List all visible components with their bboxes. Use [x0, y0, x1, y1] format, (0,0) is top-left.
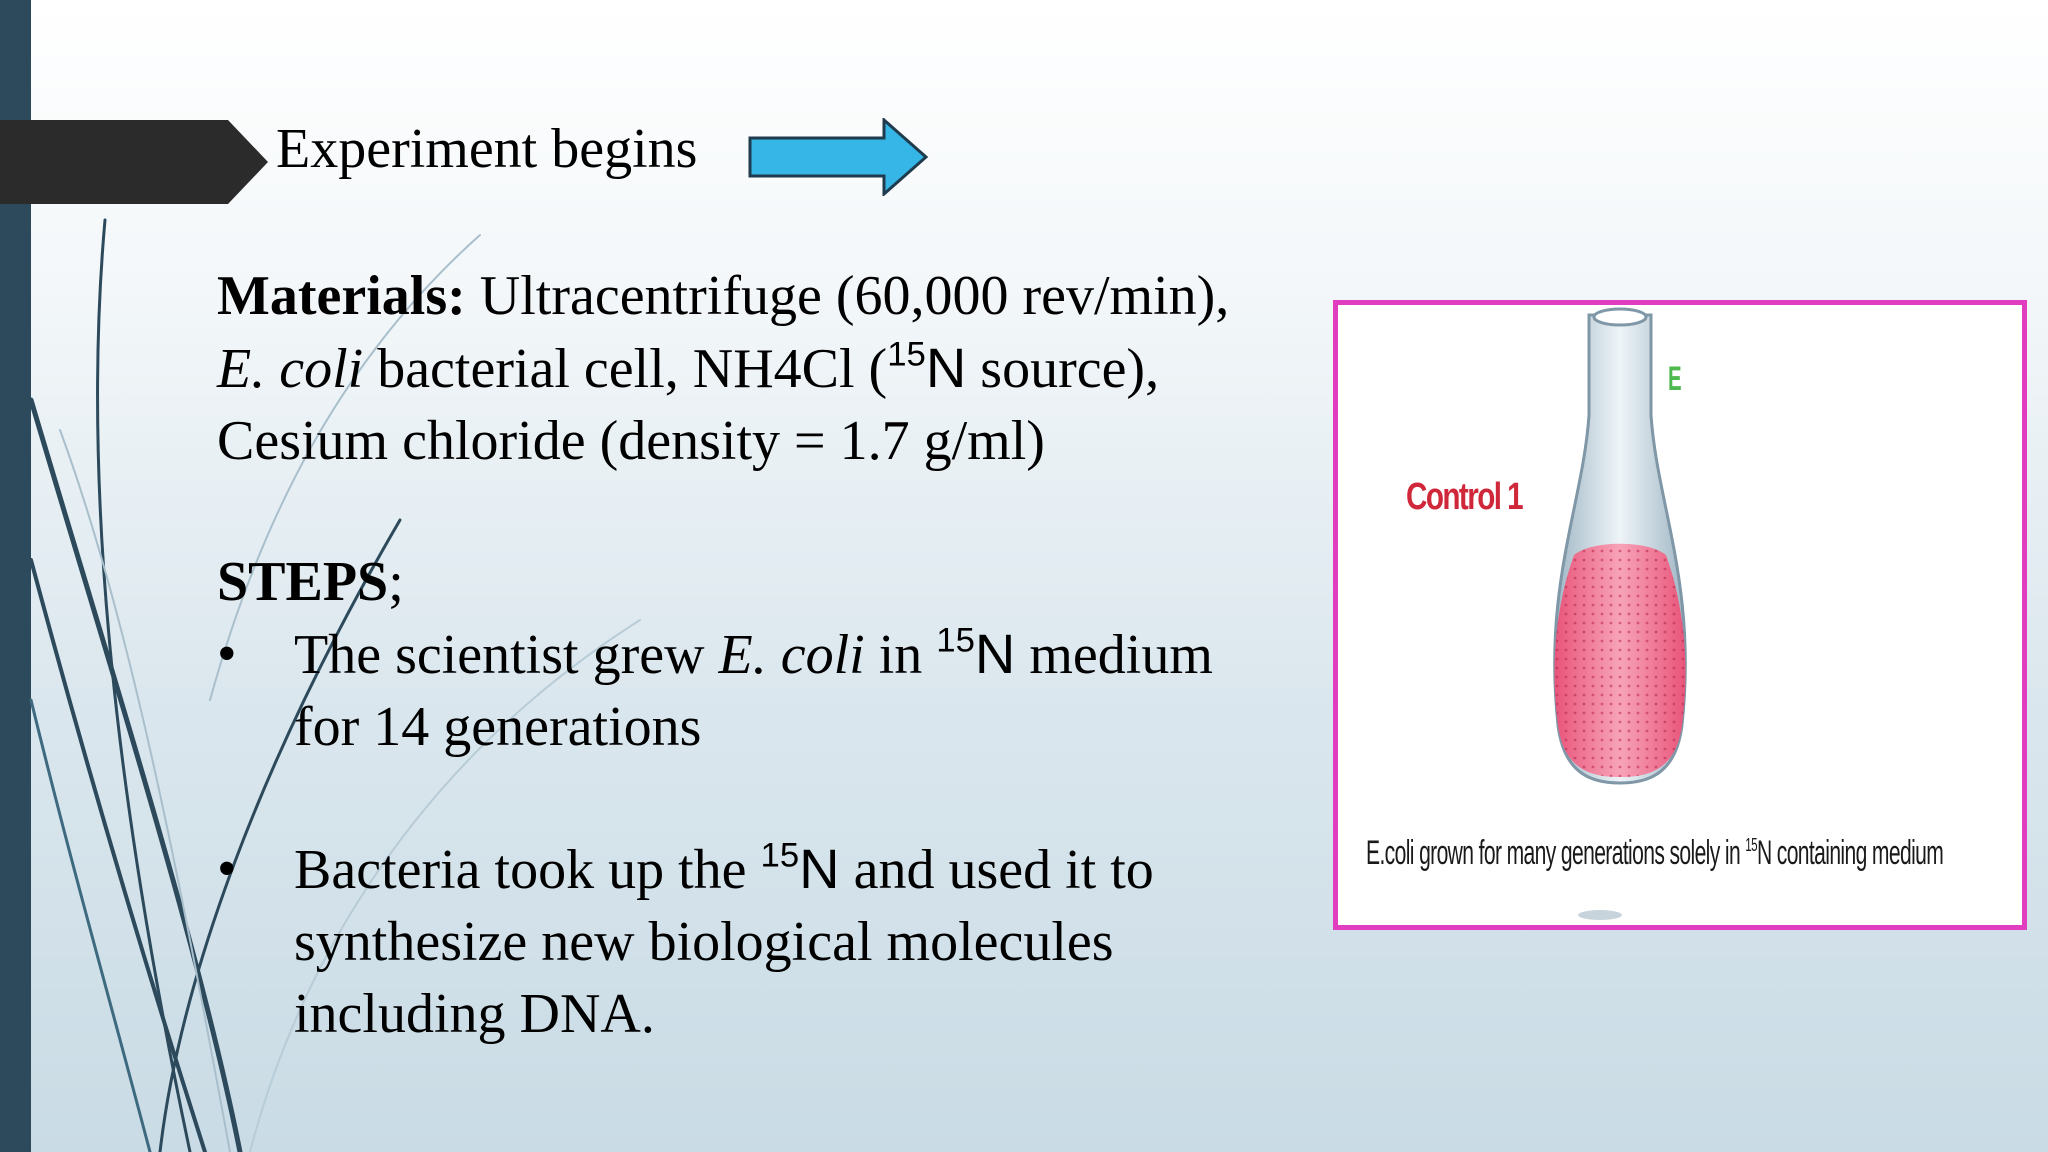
materials-label: Materials:	[217, 265, 466, 327]
step-1-line-1: The scientist grew E. coli in 15N medium	[294, 618, 1213, 691]
materials-line-2: E. coli bacterial cell, NH4Cl (15N sourc…	[217, 332, 1327, 405]
figure-caption-start: E.coli grown for many generations solely…	[1366, 834, 1746, 872]
isotope-mass: 15	[936, 621, 975, 660]
step-text-2: Bacteria took up the 15N and used it to …	[294, 833, 1154, 1050]
isotope-symbol: N	[925, 336, 967, 399]
step-2-part-1: Bacteria took up the	[294, 839, 761, 901]
materials-line-2-end: source),	[966, 338, 1160, 400]
steps-heading-punct: ;	[388, 551, 404, 613]
species-name: E. coli	[718, 624, 865, 686]
flask-figure: Control 1 E E.coli grown for many genera…	[1333, 300, 2027, 930]
step-text-1: The scientist grew E. coli in 15N medium…	[294, 618, 1213, 763]
materials-line-2-text: bacterial cell, NH4Cl (	[363, 338, 888, 400]
step-1-line-2: for 14 generations	[294, 696, 702, 758]
step-1-part-2: in	[864, 624, 937, 686]
figure-control-label: Control 1	[1406, 476, 1524, 518]
step-1-part-1: The scientist grew	[294, 624, 719, 686]
flask-illustration	[1553, 307, 1687, 920]
steps-heading-label: STEPS	[217, 551, 389, 613]
species-name: E. coli	[217, 338, 364, 400]
materials-line-3: Cesium chloride (density = 1.7 g/ml)	[217, 410, 1045, 472]
isotope-symbol: N	[799, 837, 840, 900]
figure-caption-mass: 15	[1745, 833, 1757, 855]
isotope-mass: 15	[887, 335, 926, 374]
steps-heading: STEPS;	[217, 546, 404, 618]
step-2-line-1: Bacteria took up the 15N and used it to	[294, 833, 1154, 906]
materials-line-1: Materials: Ultracentrifuge (60,000 rev/m…	[217, 260, 1327, 332]
slide-title: Experiment begins	[276, 118, 698, 180]
isotope-mass: 15	[760, 836, 800, 875]
figure-caption: E.coli grown for many generations solely…	[1366, 833, 1944, 873]
step-2-part-2: and used it to	[839, 839, 1154, 901]
figure-caption-end: N containing medium	[1756, 834, 1944, 872]
right-arrow-icon	[748, 118, 929, 196]
bullet-icon: •	[217, 623, 237, 685]
step-1-part-3: medium	[1015, 624, 1213, 686]
materials-block: Materials: Ultracentrifuge (60,000 rev/m…	[217, 260, 1327, 477]
step-2-line-2: synthesize new biological molecules	[294, 911, 1114, 973]
materials-line-1-text: Ultracentrifuge (60,000 rev/min),	[465, 265, 1230, 327]
step-2-line-3: including DNA.	[294, 983, 655, 1045]
isotope-symbol: N	[974, 622, 1016, 685]
figure-e-label: E	[1668, 360, 1682, 398]
title-tab-marker	[0, 120, 268, 204]
bullet-icon: •	[217, 838, 237, 900]
